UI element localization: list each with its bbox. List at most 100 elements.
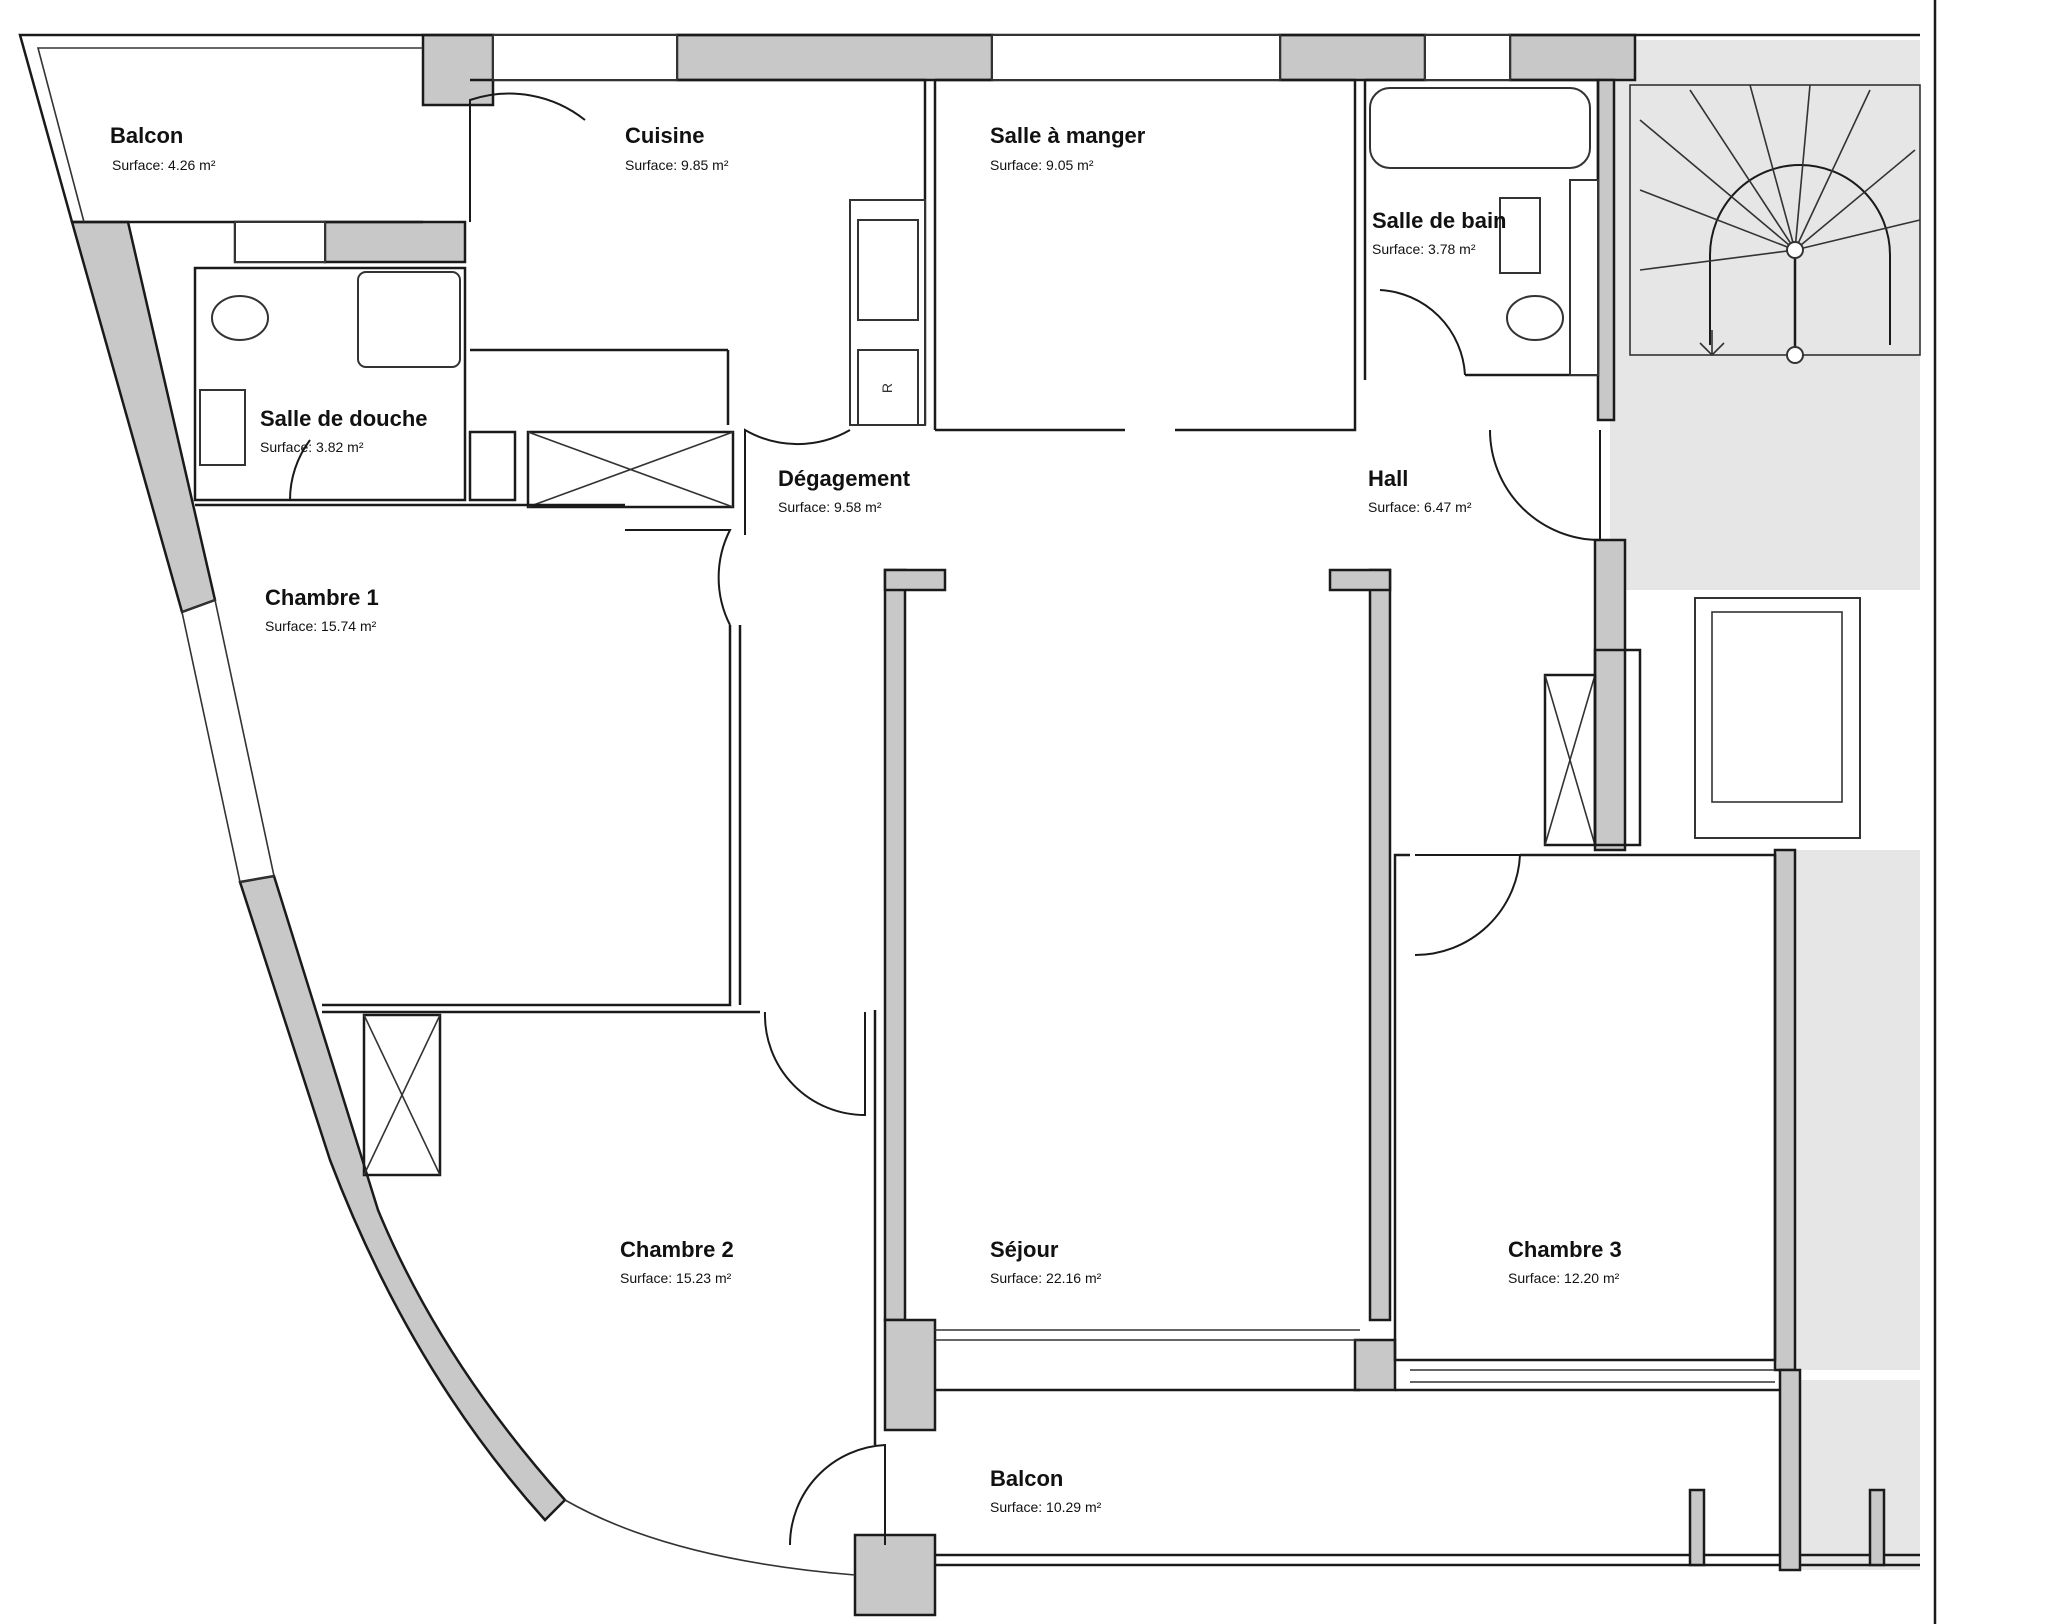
closet-hall-x2 (1544, 674, 1596, 846)
chambre-3-walls (1393, 853, 1777, 1362)
west-window (181, 598, 275, 883)
room-name-sejour: Séjour (990, 1237, 1059, 1262)
room-area-degagement: Surface: 9.58 m² (778, 499, 882, 515)
wall-sejour-west (883, 568, 907, 1322)
staircase (1629, 84, 1921, 364)
fridge (857, 349, 919, 426)
wall-bottom-corner (853, 1533, 937, 1617)
window-top-2 (991, 34, 1281, 81)
stair-step-1 (1639, 119, 1796, 251)
bathtub (1369, 87, 1591, 169)
door-degagement (744, 428, 851, 535)
balcon-2-curved-rail (564, 1499, 856, 1576)
door-chambre-2 (763, 1011, 866, 1117)
stair-step-4 (1794, 84, 1811, 251)
door-chambre-3 (1414, 854, 1522, 957)
wall-bal2-post-2 (1868, 1488, 1886, 1567)
elevator-car (1694, 597, 1861, 839)
room-name-hall: Hall (1368, 466, 1408, 491)
wall-sejour-east (1368, 568, 1392, 1322)
balcon-1-outline (18, 33, 423, 224)
wall-sejour-east-top (1328, 568, 1392, 592)
wall-bal2-post (1688, 1488, 1706, 1567)
wall-sdd-top-2 (323, 220, 467, 264)
sdb-cabinet (1569, 179, 1599, 376)
wall-stair-west (1596, 78, 1616, 422)
window-top-1 (492, 34, 678, 81)
balcon-1-inner (36, 47, 423, 223)
room-name-salle-de-bain: Salle de bain (1372, 208, 1507, 233)
door-hall-entry (1489, 429, 1601, 542)
room-name-balcon-1: Balcon (110, 123, 183, 148)
neighbour-area-2 (1790, 1380, 1920, 1570)
wall-balcony-divider (883, 1318, 937, 1432)
wall-top-left (421, 33, 495, 107)
wall-bal2-divider (1778, 1368, 1802, 1572)
stair-step-3 (1749, 84, 1796, 251)
door-sdb (1379, 289, 1466, 376)
wall-top-1 (675, 33, 994, 82)
room-area-salle-de-bain: Surface: 3.78 m² (1372, 241, 1476, 257)
stairwell-area (1610, 40, 1920, 590)
room-area-hall: Surface: 6.47 m² (1368, 499, 1472, 515)
stair-step-5 (1794, 89, 1871, 251)
closet-2 (526, 430, 735, 509)
shower-tray (357, 271, 461, 368)
partitions (18, 33, 1861, 1576)
door-sdd (288, 439, 390, 501)
room-name-salle-de-douche: Salle de douche (260, 406, 428, 431)
wall-west-lower (238, 874, 567, 1522)
doors (288, 92, 1601, 1546)
sink-sdd (199, 389, 246, 466)
closet-1 (468, 430, 517, 502)
stair-step-8 (1639, 249, 1796, 271)
room-name-balcon-2: Balcon (990, 1466, 1063, 1491)
room-area-balcon-1: Surface: 4.26 m² (112, 157, 216, 173)
closet-ch2 (362, 1013, 442, 1177)
room-name-salle-a-manger: Salle à manger (990, 123, 1146, 148)
chambre-1-walls (322, 625, 732, 1007)
common-areas (1610, 40, 1920, 1570)
room-area-chambre-3: Surface: 12.20 m² (1508, 1270, 1620, 1286)
room-name-degagement: Dégagement (778, 466, 911, 491)
closet-2-x2 (527, 431, 734, 508)
door-balcon-2 (788, 1443, 886, 1546)
stair-step-9 (1794, 219, 1921, 251)
wall-elevator-core (1593, 538, 1627, 852)
window-top-3 (1424, 34, 1511, 81)
wall-sejour-west-top (883, 568, 947, 592)
stair-step-6 (1794, 149, 1916, 251)
room-labels: Balcon Surface: 4.26 m² Cuisine Surface:… (110, 123, 1622, 1515)
stair-down-arrow (1699, 330, 1725, 357)
door-chambre-1 (625, 529, 732, 626)
wall-ch3-south (1353, 1338, 1397, 1392)
closet-ch2-x2 (363, 1014, 441, 1176)
room-name-cuisine: Cuisine (625, 123, 704, 148)
sink-sdb (1499, 197, 1541, 274)
room-area-salle-de-douche: Surface: 3.82 m² (260, 439, 364, 455)
neighbour-area (1795, 850, 1920, 1370)
wall-ch3-east (1773, 848, 1797, 1372)
wall-west-upper (70, 220, 217, 614)
room-area-sejour: Surface: 22.16 m² (990, 1270, 1102, 1286)
wall-top-2 (1278, 33, 1427, 82)
fixtures: R (199, 87, 1599, 466)
fridge-label: R (879, 383, 895, 393)
door-balcon-1 (469, 92, 586, 222)
toilet-sdd (211, 295, 269, 341)
newel-post-bottom (1786, 346, 1804, 364)
toilet-sdb (1506, 295, 1564, 341)
room-name-chambre-2: Chambre 2 (620, 1237, 734, 1262)
newel-post-top (1786, 241, 1804, 259)
room-area-chambre-2: Surface: 15.23 m² (620, 1270, 732, 1286)
room-area-cuisine: Surface: 9.85 m² (625, 157, 729, 173)
window-sdd (234, 221, 326, 263)
closet-hall-2 (1593, 648, 1642, 847)
room-name-chambre-1: Chambre 1 (265, 585, 379, 610)
room-area-chambre-1: Surface: 15.74 m² (265, 618, 377, 634)
room-area-salle-a-manger: Surface: 9.05 m² (990, 157, 1094, 173)
stair-step-2 (1689, 89, 1796, 251)
wall-top-3 (1508, 33, 1637, 82)
stair-step-7 (1639, 189, 1796, 251)
